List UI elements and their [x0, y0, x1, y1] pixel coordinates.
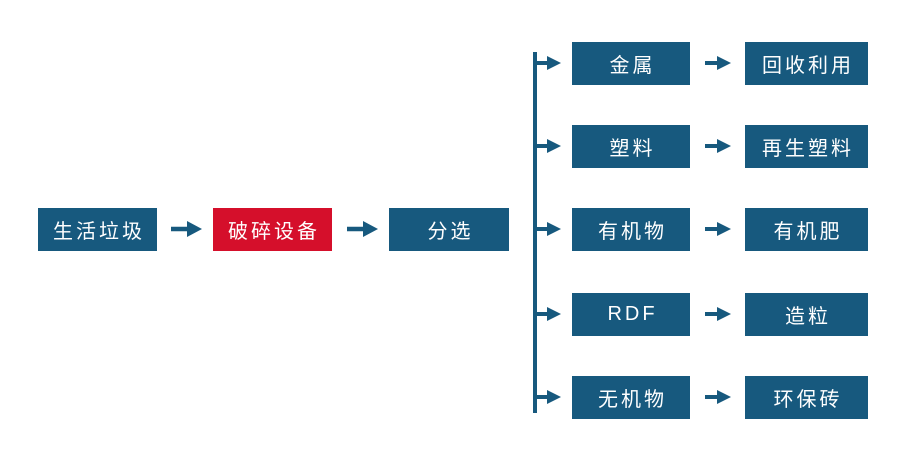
node-crushing-equipment: 破碎设备 — [213, 208, 332, 251]
arrow-right-icon — [535, 56, 561, 70]
arrow-right-icon — [535, 139, 561, 153]
arrow-right-icon — [535, 222, 561, 236]
node-plastic: 塑料 — [572, 125, 690, 168]
node-granulation: 造粒 — [745, 293, 868, 336]
arrow-right-icon — [705, 222, 731, 236]
arrow-right-icon — [705, 139, 731, 153]
node-inorganic-matter: 无机物 — [572, 376, 690, 419]
node-sorting: 分选 — [389, 208, 509, 251]
arrow-right-icon — [171, 221, 202, 237]
node-eco-brick: 环保砖 — [745, 376, 868, 419]
node-rdf: RDF — [572, 293, 690, 336]
arrow-right-icon — [705, 307, 731, 321]
node-organic-matter: 有机物 — [572, 208, 690, 251]
branch-trunk-line — [533, 52, 537, 413]
arrow-right-icon — [535, 390, 561, 404]
arrow-right-icon — [705, 56, 731, 70]
node-recycled-plastic: 再生塑料 — [745, 125, 868, 168]
node-organic-fertilizer: 有机肥 — [745, 208, 868, 251]
arrow-right-icon — [705, 390, 731, 404]
arrow-right-icon — [347, 221, 378, 237]
arrow-right-icon — [535, 307, 561, 321]
node-household-waste: 生活垃圾 — [38, 208, 157, 251]
node-metal: 金属 — [572, 42, 690, 85]
node-recycling: 回收利用 — [745, 42, 868, 85]
